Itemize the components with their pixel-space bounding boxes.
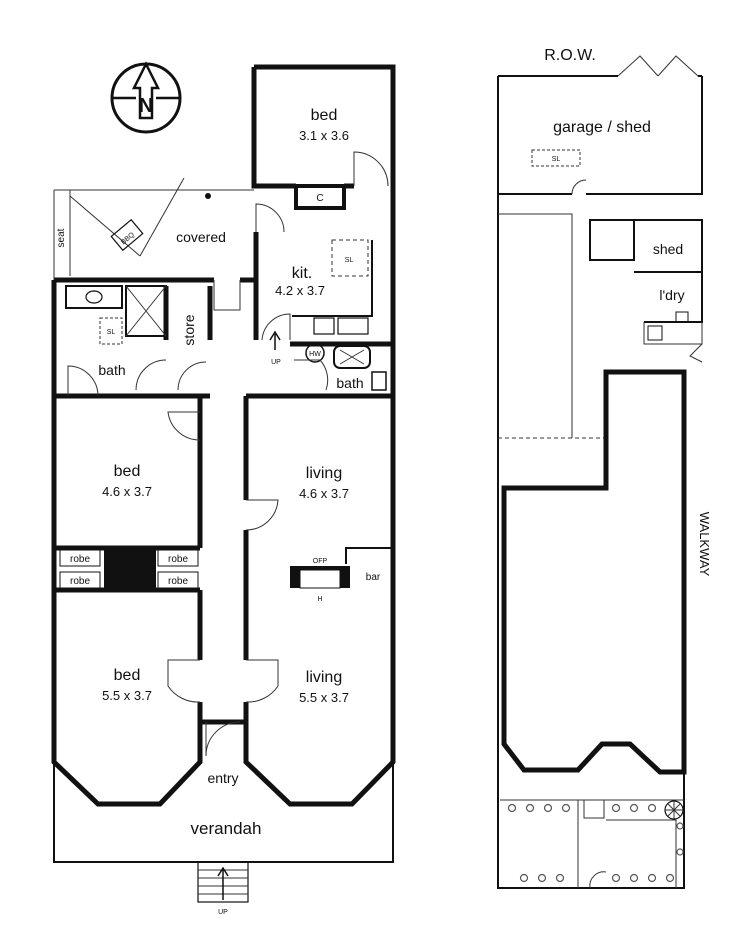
house-walls [51, 64, 396, 807]
cupboard-label: C [316, 193, 323, 204]
covered-label: covered [176, 229, 226, 245]
bath-left-skylight-label: SL [107, 329, 116, 336]
store-label: store [181, 314, 197, 345]
verandah-label: verandah [191, 819, 262, 838]
verandah-structure [53, 762, 394, 903]
walkway-label: WALKWAY [697, 512, 712, 577]
living-mid-label: living [306, 465, 342, 482]
bar-label: bar [366, 572, 381, 583]
hot-water-label: HW [309, 351, 321, 358]
bed-mid-label: bed [114, 463, 141, 480]
entry-label: entry [207, 770, 238, 786]
bed-front-size: 5.5 x 3.7 [102, 688, 152, 703]
robe-label-1: robe [70, 554, 90, 565]
kitchen-skylight-label: SL [345, 257, 354, 264]
living-front-label: living [306, 669, 342, 686]
bed-mid-size: 4.6 x 3.7 [102, 484, 152, 499]
site-plan [497, 55, 703, 889]
doors [67, 151, 389, 757]
robe-label-3: robe [168, 554, 188, 565]
kitchen-size: 4.2 x 3.7 [275, 283, 325, 298]
bath-right-label: bath [336, 375, 363, 391]
robe-label-4: robe [168, 576, 188, 587]
living-mid-size: 4.6 x 3.7 [299, 486, 349, 501]
garage-label: garage / shed [553, 119, 651, 136]
robe-label-2: robe [70, 576, 90, 587]
kitchen-label: kit. [292, 265, 312, 282]
compass-icon: N [110, 61, 182, 134]
shed-label: shed [653, 241, 683, 257]
up-inner-label: UP [271, 359, 281, 366]
row-label: R.O.W. [544, 47, 596, 64]
bbq-label: BBQ [120, 231, 136, 246]
compass-letter: N [139, 95, 153, 117]
up-front-label: UP [218, 909, 228, 916]
garage-skylight-label: SL [552, 156, 561, 163]
heater-label: H [317, 596, 322, 603]
laundry-label: l'dry [659, 287, 684, 303]
seat-label: seat [56, 228, 67, 247]
ofp-label: OFP [313, 558, 328, 565]
covered-area [53, 177, 254, 280]
bed-back-label: bed [311, 107, 338, 124]
bed-front-label: bed [114, 667, 141, 684]
bed-back-size: 3.1 x 3.6 [299, 128, 349, 143]
bath-left-label: bath [98, 362, 125, 378]
living-front-size: 5.5 x 3.7 [299, 690, 349, 705]
